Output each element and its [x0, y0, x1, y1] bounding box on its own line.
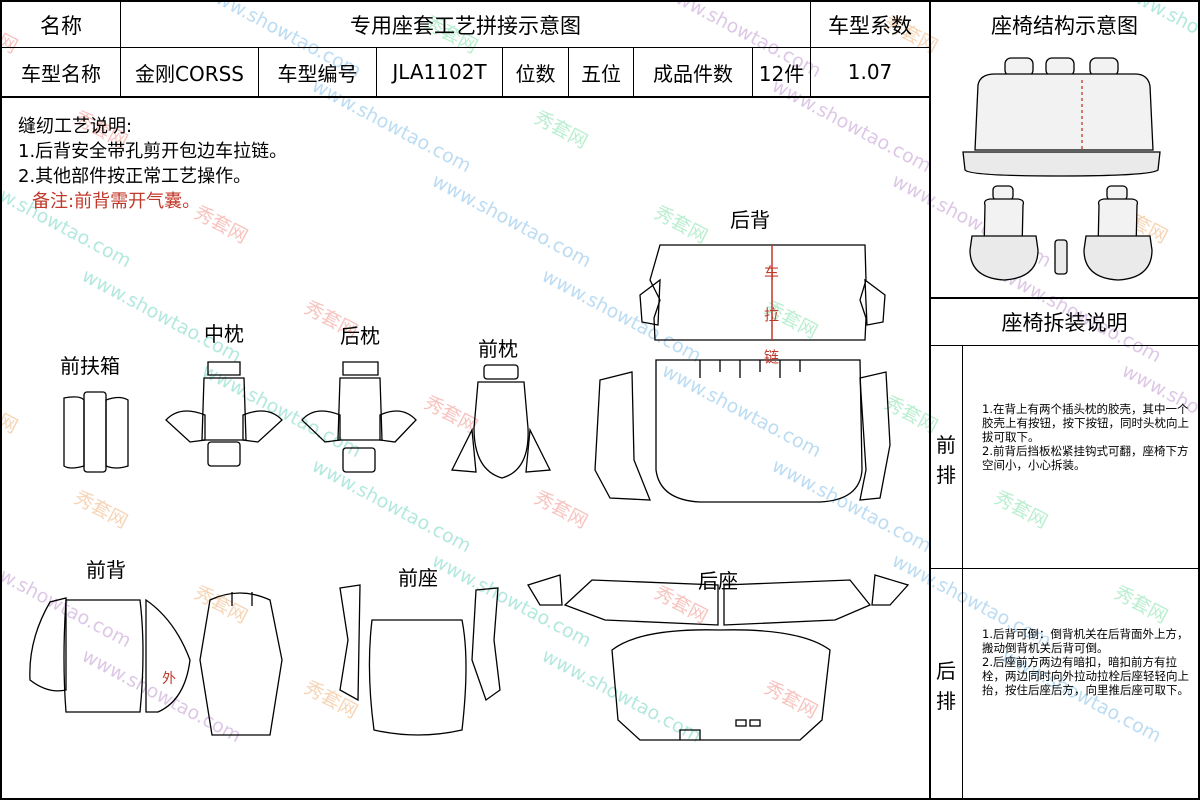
label-zipper-3: 链: [764, 348, 780, 366]
table-border: [930, 568, 1200, 569]
table-border: [930, 297, 1200, 299]
model-coef-value: 1.07: [847, 60, 893, 84]
table-border: [929, 0, 931, 800]
front-row-instructions: 1.在背上有两个插头枕的胶壳，其中一个胶壳上有按钮，按下按钮，同时头枕向上拔可取…: [982, 402, 1189, 472]
seats-label: 位数: [515, 61, 556, 86]
seat-structure-illustration: [962, 57, 1161, 281]
label-rear-back: 后背: [730, 208, 770, 232]
rear-row-instructions: 1.后背可倒：倒背机关在后背面外上方，搬动倒背机关后背可倒。 2.后座前方两边有…: [982, 627, 1189, 697]
table-border: [0, 96, 930, 98]
label-outer: 外: [162, 671, 176, 687]
label-zipper-1: 车: [764, 264, 780, 282]
table-border: [120, 0, 121, 97]
pieces-label: 成品件数: [653, 61, 733, 86]
label-rear-pillow: 后枕: [340, 324, 380, 348]
model-coef-label: 车型系数: [828, 13, 912, 38]
front-pillow-pattern: [450, 364, 552, 479]
notes-line-1: 1.后背安全带孔剪开包边车拉链。: [18, 141, 288, 162]
model-name-value: 金刚CORSS: [135, 61, 244, 86]
table-border: [810, 0, 811, 97]
table-border: [962, 345, 963, 800]
rear-seat-pattern: [527, 574, 910, 741]
front-back-pattern: [29, 592, 283, 736]
label-front-pillow: 前枕: [478, 337, 518, 361]
notes-line-2: 2.其他部件按正常工艺操作。: [18, 166, 252, 187]
front-row-char-1: 前: [936, 433, 956, 457]
table-border: [0, 47, 930, 48]
table-border: [0, 0, 2, 800]
rear-pillow-pattern: [301, 361, 417, 473]
label-rear-seat: 后座: [698, 569, 738, 593]
notes-remark: 备注:前背需开气囊。: [32, 191, 201, 212]
name-label: 名称: [40, 13, 82, 38]
front-seat-pattern: [339, 584, 501, 736]
table-border: [502, 48, 503, 97]
label-front-armrest: 前扶箱: [60, 354, 120, 378]
model-name-label: 车型名称: [21, 61, 101, 86]
front-armrest-pattern: [63, 391, 129, 473]
front-row-char-2: 排: [936, 463, 956, 487]
rear-back-pattern: [594, 244, 891, 503]
table-border: [0, 798, 1200, 800]
table-border: [258, 48, 259, 97]
table-border: [1198, 0, 1200, 800]
rear-row-char-2: 排: [936, 689, 956, 713]
model-no-value: JLA1102T: [392, 60, 487, 84]
table-border: [752, 48, 753, 97]
rear-row-label: 后 排: [934, 656, 958, 716]
structure-title: 座椅结构示意图: [991, 13, 1138, 38]
disassembly-title: 座椅拆装说明: [1001, 311, 1128, 335]
rear-row-char-1: 后: [936, 659, 956, 683]
page-title: 专用座套工艺拼接示意图: [350, 13, 581, 38]
label-zipper-2: 拉: [764, 306, 780, 324]
front-row-label: 前 排: [934, 430, 958, 490]
label-middle-pillow: 中枕: [204, 322, 244, 346]
middle-pillow-pattern: [165, 361, 283, 467]
pieces-value: 12件: [758, 61, 805, 86]
notes-title: 缝纫工艺说明:: [18, 116, 133, 137]
model-no-label: 车型编号: [277, 61, 358, 86]
table-border: [376, 48, 377, 97]
table-border: [568, 48, 569, 97]
table-border: [0, 0, 1200, 2]
seats-value: 五位: [581, 61, 621, 86]
label-front-seat: 前座: [398, 566, 438, 590]
table-border: [930, 345, 1200, 346]
label-front-back: 前背: [86, 558, 126, 582]
table-border: [633, 48, 634, 97]
